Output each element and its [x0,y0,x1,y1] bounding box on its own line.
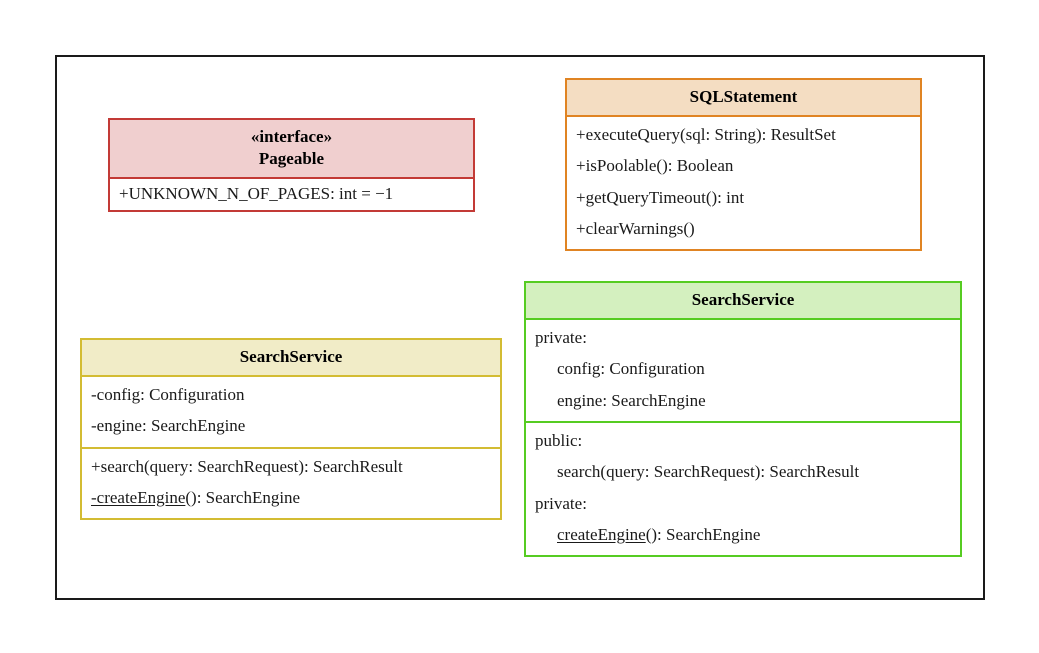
class-header-searchservice-yellow: SearchService [82,340,500,375]
class-method-row: +isPoolable(): Boolean [576,156,734,176]
uml-class-sqlstatement[interactable]: SQLStatement +executeQuery(sql: String):… [565,78,922,252]
class-name: SearchService [239,347,343,366]
uml-class-pageable[interactable]: «interface» Pageable +UNKNOWN_N_OF_PAGES… [108,118,475,212]
class-attribute-row: engine: SearchEngine [557,390,706,410]
uml-class-searchservice-green[interactable]: SearchService private: config: Configura… [524,281,962,558]
visibility-label-public: public: [535,430,583,450]
class-attribute-row: -config: Configuration [91,384,245,404]
class-methods-compartment: +search(query: SearchRequest): SearchRes… [82,446,500,519]
class-method-row: +clearWarnings() [576,218,695,238]
class-methods-compartment: public: search(query: SearchRequest): Se… [526,420,960,556]
class-attributes-compartment: -config: Configuration -engine: SearchEn… [82,374,500,447]
class-attribute-row: -engine: SearchEngine [91,416,246,436]
visibility-label-private: private: [535,493,587,513]
static-method-signature: (): SearchEngine [185,487,301,507]
class-header-sqlstatement: SQLStatement [567,80,920,115]
visibility-label-private: private: [535,327,587,347]
static-method-name: createEngine [557,525,646,545]
class-method-row: search(query: SearchRequest): SearchResu… [557,462,860,482]
class-methods-compartment: +executeQuery(sql: String): ResultSet +i… [567,114,920,250]
class-name: SQLStatement [689,87,798,106]
uml-class-searchservice-yellow[interactable]: SearchService -config: Configuration -en… [80,338,502,521]
static-method-name: -createEngine [91,487,186,507]
class-method-row: +getQueryTimeout(): int [576,187,745,207]
class-attribute-row: config: Configuration [557,359,705,379]
class-method-row: +search(query: SearchRequest): SearchRes… [91,456,403,476]
class-header-searchservice-green: SearchService [526,283,960,318]
class-stereotype: «interface» [250,127,333,146]
class-name: Pageable [258,148,325,168]
class-header-pageable: «interface» Pageable [110,120,473,177]
class-method-row-static: -createEngine(): SearchEngine [82,483,500,514]
class-name: SearchService [691,290,795,309]
class-attribute-row: +UNKNOWN_N_OF_PAGES: int = −1 [110,176,473,210]
class-method-row: +executeQuery(sql: String): ResultSet [576,124,836,144]
class-method-row-static: createEngine(): SearchEngine [526,520,960,551]
class-attributes-compartment: private: config: Configuration engine: S… [526,317,960,421]
static-method-signature: (): SearchEngine [645,525,761,545]
